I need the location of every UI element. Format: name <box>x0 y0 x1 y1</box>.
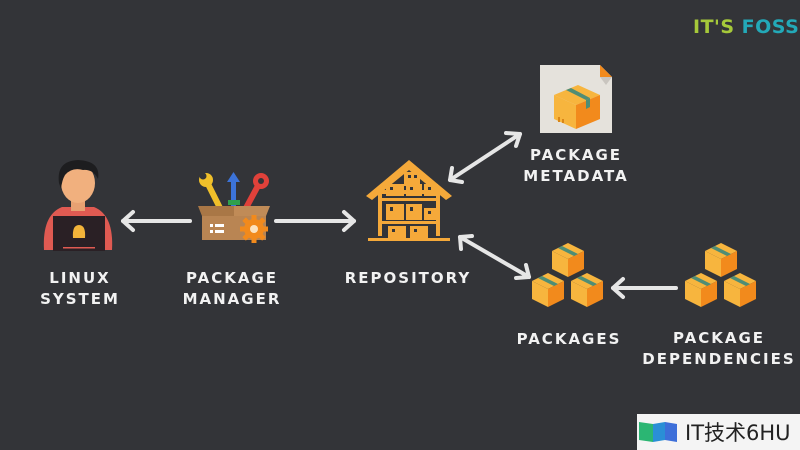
user-laptop-icon <box>43 160 113 251</box>
flag-logo-icon <box>639 422 677 442</box>
arrow-manager-to-repository <box>274 210 356 232</box>
package-metadata-line2: METADATA <box>523 167 629 185</box>
arrow-repository-packages <box>458 234 531 280</box>
boxes-stack-icon <box>685 243 756 307</box>
node-packages: PACKAGES <box>517 329 622 350</box>
linux-system-line2: SYSTEM <box>40 290 120 308</box>
package-document-icon <box>540 65 612 133</box>
arrow-manager-to-linux <box>121 210 192 232</box>
toolbox-icon <box>198 172 270 243</box>
watermark: IT技术6HU <box>637 414 800 450</box>
arrow-repository-metadata <box>448 131 522 184</box>
repository-line1: REPOSITORY <box>344 269 472 287</box>
node-package-manager: PACKAGE MANAGER <box>183 268 282 310</box>
linux-system-line1: LINUX <box>49 269 111 287</box>
watermark-text: IT技术6HU <box>685 421 791 445</box>
its-foss-logo: IT'S FOSS <box>693 16 799 38</box>
brand-part2: FOSS <box>741 16 800 38</box>
boxes-stack-icon <box>532 243 603 307</box>
package-manager-line1: PACKAGE <box>185 269 279 287</box>
package-manager-line2: MANAGER <box>182 290 282 308</box>
node-repository: REPOSITORY <box>345 268 472 289</box>
warehouse-icon <box>366 160 452 241</box>
package-metadata-line1: PACKAGE <box>529 146 623 164</box>
brand-part1: IT'S <box>693 16 735 38</box>
package-dependencies-line2: DEPENDENCIES <box>642 350 796 368</box>
node-linux-system: LINUX SYSTEM <box>40 268 120 310</box>
arrow-dependencies-to-packages <box>611 277 678 299</box>
package-dependencies-line1: PACKAGE <box>672 329 766 347</box>
packages-line1: PACKAGES <box>516 330 622 348</box>
node-package-dependencies: PACKAGE DEPENDENCIES <box>642 328 795 370</box>
node-package-metadata: PACKAGE METADATA <box>523 145 628 187</box>
